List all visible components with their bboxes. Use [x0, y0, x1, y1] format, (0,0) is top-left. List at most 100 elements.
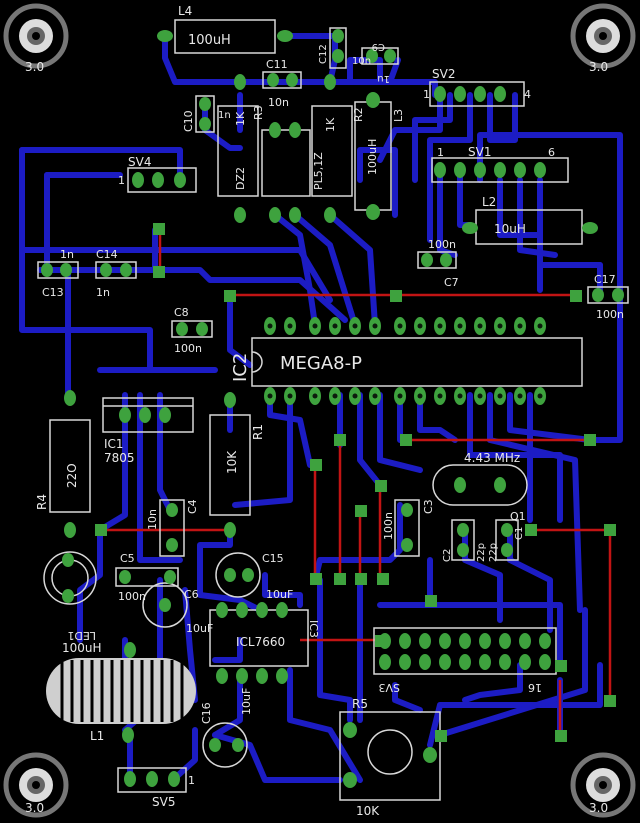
mounting-hole-top-right: 3.0	[570, 3, 636, 74]
ic3-name: IC3	[307, 620, 320, 638]
ic1-outline	[102, 397, 194, 433]
c14-value: 1n	[96, 286, 110, 299]
c9-name: C9	[372, 41, 385, 52]
c9-value: 1u	[377, 73, 390, 84]
sv2-outline	[429, 81, 525, 107]
mounting-hole-bottom-left: 3.0	[3, 752, 69, 818]
c2-value: 22p	[476, 543, 487, 562]
c1-name: C1	[514, 527, 525, 540]
sv5-name: SV5	[152, 795, 175, 809]
sv3-outline	[373, 627, 557, 675]
c8-name: C8	[174, 306, 189, 319]
c6-name: C6	[184, 588, 199, 601]
ic2-outline	[251, 337, 583, 387]
ic2-notch	[251, 351, 263, 373]
l4-outline	[174, 19, 276, 54]
l1-value: 100uH	[62, 641, 102, 655]
r2-value: 1K	[324, 117, 337, 132]
sv5-pin-last: 1	[188, 774, 195, 787]
l3-value: 100uH	[366, 139, 379, 175]
r3-outline	[217, 105, 259, 197]
ic2-value: MEGA8-P	[280, 353, 362, 374]
c3-outline	[394, 499, 420, 557]
r1-outline	[209, 414, 251, 516]
r3-name: R3	[252, 105, 265, 120]
c16-value: 10uF	[240, 688, 253, 715]
r5-outline	[339, 711, 441, 801]
c10-value: 1n	[218, 110, 231, 121]
c15-name: C15	[262, 552, 284, 565]
c8-outline	[171, 320, 213, 338]
l3-name: L3	[392, 109, 405, 122]
sv3-pins	[379, 633, 551, 670]
c11-name: C11	[266, 58, 288, 71]
c5-outline	[115, 567, 179, 587]
l1-name: L1	[90, 729, 104, 743]
c9-outline	[361, 47, 399, 65]
pad-holes	[267, 323, 543, 399]
dz2-value: PL5,1Z	[312, 152, 325, 190]
r5-name: R5	[352, 697, 368, 711]
mounting-hole-label: 3.0	[589, 60, 608, 74]
sv1-name: SV1	[468, 145, 491, 159]
c1-value: 22p	[488, 543, 499, 562]
sv4-name: SV4	[128, 155, 151, 169]
led1-outline	[43, 551, 97, 605]
sv1-outline	[431, 157, 569, 183]
c2-name: C2	[442, 549, 453, 562]
dz2-name: DZ2	[234, 167, 247, 190]
c8-value: 100n	[174, 342, 202, 355]
c12-value: 10n	[352, 56, 371, 67]
crystal-outline	[432, 464, 528, 506]
sv2-pin-first: 1	[423, 88, 430, 101]
c7-value: 100n	[428, 238, 456, 251]
l4-value: 100uH	[188, 33, 231, 48]
c5-name: C5	[120, 552, 135, 565]
top-wires	[100, 230, 612, 735]
ic2-pins-top	[264, 317, 546, 335]
c10-name: C10	[182, 110, 195, 132]
bottom-copper-traces	[19, 33, 623, 783]
sv2-pin-last: 4	[524, 88, 531, 101]
r5-value: 10K	[356, 804, 380, 818]
l1-coil	[46, 658, 196, 724]
c17-outline	[587, 286, 629, 304]
r5-knob	[367, 729, 413, 775]
c17-name: C17	[594, 273, 616, 286]
ic2-name: IC2	[230, 353, 251, 382]
silkscreen-labels: L4 100uH C11 10n C12 10n C9 1u SV2 1 4 C…	[35, 4, 624, 818]
c3-value: 100n	[382, 512, 395, 540]
sv2-name: SV2	[432, 67, 455, 81]
r3-value: 1K	[234, 111, 247, 126]
c13-name: C13	[42, 286, 64, 299]
c13-outline	[37, 261, 79, 279]
sv5-outline	[117, 767, 187, 793]
sv1-pin-last: 6	[548, 146, 555, 159]
c15-outline	[215, 552, 261, 598]
r2-outline	[311, 105, 353, 197]
c16-outline	[202, 722, 248, 768]
c12-name: C12	[318, 44, 329, 64]
r4-value: 22O	[65, 463, 79, 488]
mounting-holes: 3.0 3.0 3.0 3.0	[3, 3, 636, 818]
r2-name: R2	[352, 107, 365, 122]
header-pins	[124, 86, 546, 787]
led1-name: LED1	[67, 629, 96, 642]
l2-name: L2	[482, 195, 496, 209]
r4-outline	[49, 419, 91, 513]
crystal-name: Q1	[510, 510, 526, 523]
r1-name: R1	[251, 424, 265, 440]
c15-value: 10uF	[266, 588, 293, 601]
c16-name: C16	[200, 702, 213, 724]
mounting-hole-label: 3.0	[25, 801, 44, 815]
c14-outline	[95, 261, 137, 279]
sv3-name: SV3	[378, 681, 400, 694]
c4-name: C4	[186, 499, 199, 514]
c-ic3-value: 10uF	[186, 622, 213, 635]
mounting-hole-label: 3.0	[25, 60, 44, 74]
c1-outline	[495, 519, 519, 561]
ic1-name: IC1	[104, 437, 124, 451]
c4-value: 10n	[146, 509, 159, 530]
r4-name: R4	[35, 494, 49, 510]
c13-value: 1n	[60, 248, 74, 261]
